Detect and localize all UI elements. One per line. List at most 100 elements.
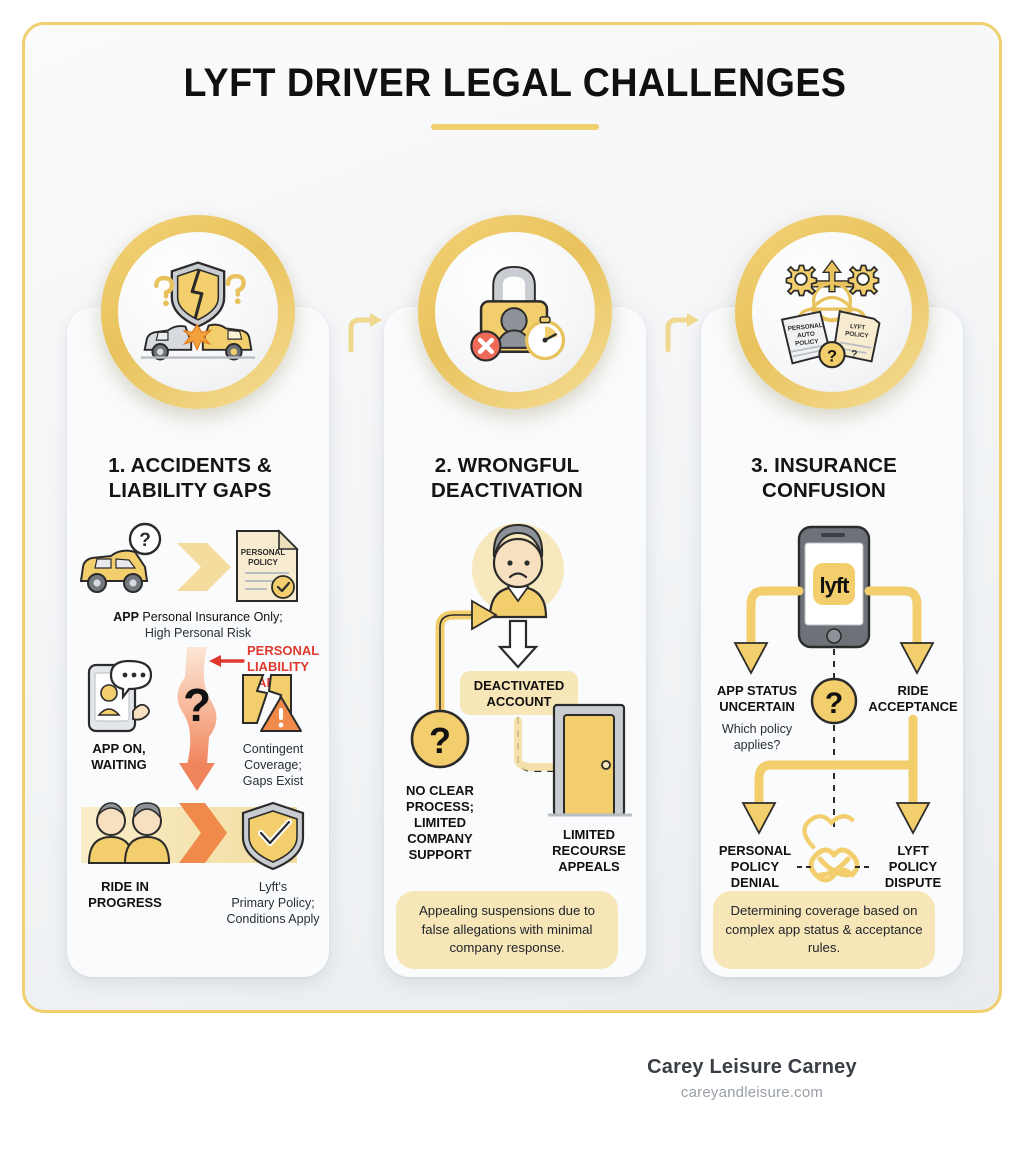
stage3-left-line2: PROGRESS [88,895,162,910]
left-sub-line1: Which policy [722,722,793,736]
column-heading: 1. ACCIDENTS & LIABILITY GAPS [73,453,307,503]
svg-text:POLICY: POLICY [795,338,820,347]
left-sub-line2: applies? [734,738,781,752]
personal-policy-document-icon: PERSONAL POLICY [236,529,299,602]
title-block: LYFT DRIVER LEGAL CHALLENGES [25,61,1005,130]
two-policy-documents-gears-icon: PERSONAL AUTO POLICY ? LYFT [780,259,881,369]
callout-line-1: PERSONAL [247,643,319,658]
question-mark-icon: ? [128,522,162,556]
shield-check-icon [241,801,305,871]
right-label-line2: ACCEPTANCE [868,699,958,714]
left-label-line5: SUPPORT [409,847,472,862]
footer: Carey Leisure Carney careyandleisure.com [602,1056,902,1101]
svg-text:?: ? [139,530,151,551]
left-label-line2: UNCERTAIN [719,699,795,714]
bottom-right-line2: POLICY [889,859,938,874]
svg-text:?: ? [850,348,858,361]
two-passengers-icon [87,802,171,864]
stage2-right-line3: Gaps Exist [243,774,304,788]
door-label-line2: RECOURSE [552,843,626,858]
yellow-car-icon [79,549,149,593]
svg-text:POLICY: POLICY [248,558,278,567]
car-crash-broken-shield-icon [140,261,256,361]
column-card [67,307,329,977]
stage2-left-line1: APP ON, [92,741,145,756]
curved-arrow-right-icon [348,313,382,353]
stage3-left-line1: RIDE IN [101,879,149,894]
stage2-right-line2: Coverage; [244,758,302,772]
big-question-mark-icon: ? [183,679,211,731]
column-caption: Determining coverage based on complex ap… [713,891,935,970]
badge-inner [118,232,278,392]
column-flow: ? PERSONAL POLICY [67,515,329,985]
left-label-line1: APP STATUS [717,683,798,698]
column-flow: ? DEACTIVATED ACCOUNT [384,515,646,985]
heading-line-1: 1. ACCIDENTS & [108,454,272,477]
heading-line-2: CONFUSION [762,479,886,502]
padlock-user-stopwatch-icon [470,265,566,362]
svg-text:PERSONAL: PERSONAL [241,548,286,557]
bottom-left-line3: DENIAL [731,875,779,890]
second-branch-arrows [741,714,931,835]
down-arrow-icon [497,619,539,669]
right-label-line1: RIDE [897,683,928,698]
columns-container: 1. ACCIDENTS & LIABILITY GAPS [25,215,1005,1005]
phone-driver-waiting-icon [87,659,153,733]
badge-deactivation [418,215,612,409]
svg-text:POLICY: POLICY [845,330,870,339]
left-label-line4: COMPANY [407,831,473,846]
heading-line-2: DEACTIVATION [431,479,583,502]
branch-arrow-left-icon [733,586,804,675]
title-underline [431,124,599,130]
heading-line-2: LIABILITY GAPS [108,479,272,502]
bottom-right-line3: DISPUTE [885,875,942,890]
svg-text:LYFT: LYFT [850,323,866,332]
sad-driver-avatar-icon [472,523,564,619]
svg-text:DEACTIVATED: DEACTIVATED [474,678,565,693]
svg-text:PERSONAL: PERSONAL [787,322,823,333]
column-insurance: PERSONAL AUTO POLICY ? LYFT [693,215,971,1005]
badge-accidents [101,215,295,409]
stage1-label-line1: APP Personal Insurance Only; [113,610,283,624]
closed-door-icon [548,703,632,817]
lyft-logo-text: lyft [820,573,851,598]
column-flow: lyft [701,515,963,985]
column-deactivation: 2. WRONGFUL DEACTIVATION [376,215,654,1005]
tangled-knot-icon [797,814,871,883]
left-label-line2: PROCESS; [406,799,474,814]
left-label-line3: LIMITED [414,815,466,830]
left-label-line1: NO CLEAR [406,783,475,798]
question-circle-icon: ? [410,709,470,769]
column-caption: Appealing suspensions due to false alleg… [396,891,618,970]
door-label-line3: APPEALS [558,859,620,874]
connector-arrow-1 [343,310,389,356]
column-heading: 3. INSURANCE CONFUSION [707,453,941,503]
svg-text:?: ? [825,687,843,720]
gold-frame: LYFT DRIVER LEGAL CHALLENGES [22,22,1002,1013]
bottom-left-line2: POLICY [731,859,780,874]
footer-brand-name: Carey Leisure Carney [647,1056,857,1078]
personal-liability-gaps-callout: PERSONAL LIABILITY GAPS [209,643,319,690]
stage2-left-line2: WAITING [91,757,147,772]
question-circle-icon: ? [810,677,858,725]
branch-arrow-right-icon [864,586,935,675]
badge-insurance: PERSONAL AUTO POLICY ? LYFT [735,215,929,409]
heading-line-1: 3. INSURANCE [751,454,897,477]
door-label-line1: LIMITED [563,827,615,842]
stage2-right-line1: Contingent [243,742,304,756]
badge-inner: PERSONAL AUTO POLICY ? LYFT [752,232,912,392]
column-accidents: 1. ACCIDENTS & LIABILITY GAPS [59,215,337,1005]
bottom-left-line1: PERSONAL [719,843,791,858]
svg-text:?: ? [429,720,451,761]
svg-text:AUTO: AUTO [797,331,815,340]
stage1-label-line2: High Personal Risk [145,626,252,640]
svg-text:ACCOUNT: ACCOUNT [487,694,552,709]
svg-text:?: ? [827,347,837,365]
bottom-right-line1: LYFT [897,843,928,858]
stage3-right-line1: Lyft's [259,880,287,894]
page-title: LYFT DRIVER LEGAL CHALLENGES [183,61,847,105]
smartphone-lyft-app-icon: lyft [797,525,871,649]
stage3-right-line2: Primary Policy; [231,896,314,910]
footer-website-url: careyandleisure.com [680,1084,824,1101]
